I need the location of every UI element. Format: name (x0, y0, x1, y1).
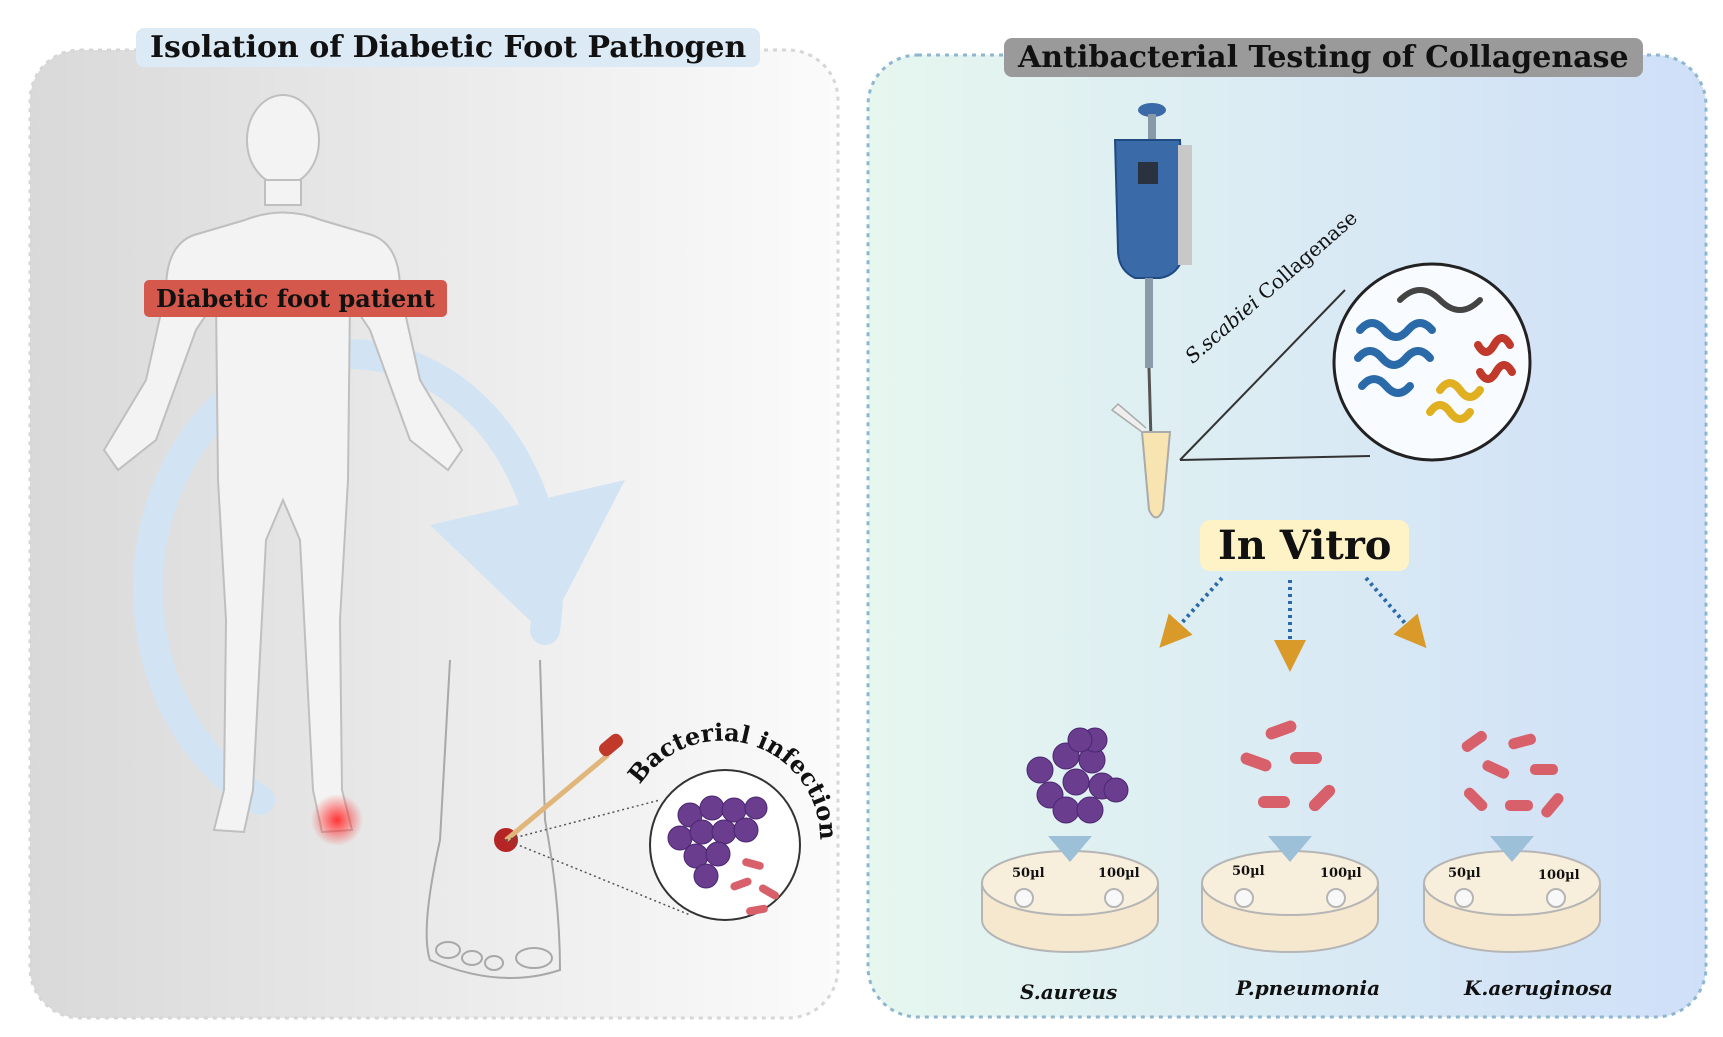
plate-2-dose-low: 50µl (1232, 864, 1265, 879)
plate-3-dose-high: 100µl (1538, 868, 1580, 883)
eppendorf-tube (1110, 402, 1172, 519)
zoom-cocci (667, 795, 768, 889)
protein-structure-circle (1332, 262, 1532, 462)
zoom-line-top (505, 799, 661, 841)
petri-dish-2 (1201, 836, 1379, 953)
foot-infection-glow (311, 794, 363, 846)
collagenase-protein-structure (1354, 287, 1516, 423)
petri-dishes (981, 836, 1601, 953)
left-panel-title: Isolation of Diabetic Foot Pathogen (136, 28, 761, 67)
rod-bacteria-pneumonia (1240, 720, 1336, 812)
protein-zoom-line-bottom (1179, 455, 1371, 461)
in-vitro-label: In Vitro (1200, 520, 1410, 571)
plate-3-dose-low: 50µl (1448, 866, 1481, 881)
plate-1-species: S.aureus (1020, 980, 1118, 1004)
enlarged-foot (425, 659, 562, 979)
cycle-arrowhead (430, 480, 625, 635)
protein-zoom-line-top (1179, 289, 1346, 461)
arrow-to-plate-1 (1159, 576, 1224, 648)
rod-bacteria-aeruginosa (1461, 730, 1564, 818)
petri-dish-3 (1423, 836, 1601, 953)
zoom-rods (730, 858, 780, 916)
arrow-to-plate-3 (1364, 576, 1427, 649)
zoom-line-bottom (505, 839, 691, 916)
plate-2-species: P.pneumonia (1236, 976, 1381, 1000)
right-panel-title: Antibacterial Testing of Collagenase (1004, 38, 1643, 77)
plate-1-dose-high: 100µl (1098, 866, 1140, 881)
cocci-cluster (1026, 727, 1129, 824)
diabetic-foot-patient-label: Diabetic foot patient (144, 280, 447, 317)
swab-stick (504, 753, 610, 842)
swab-tip (598, 733, 624, 757)
petri-dish-1 (981, 836, 1159, 953)
plate-3-species: K.aeruginosa (1464, 976, 1613, 1000)
plate-2-dose-high: 100µl (1320, 866, 1362, 881)
pipette (1113, 103, 1192, 441)
plate-1-dose-low: 50µl (1012, 866, 1045, 881)
